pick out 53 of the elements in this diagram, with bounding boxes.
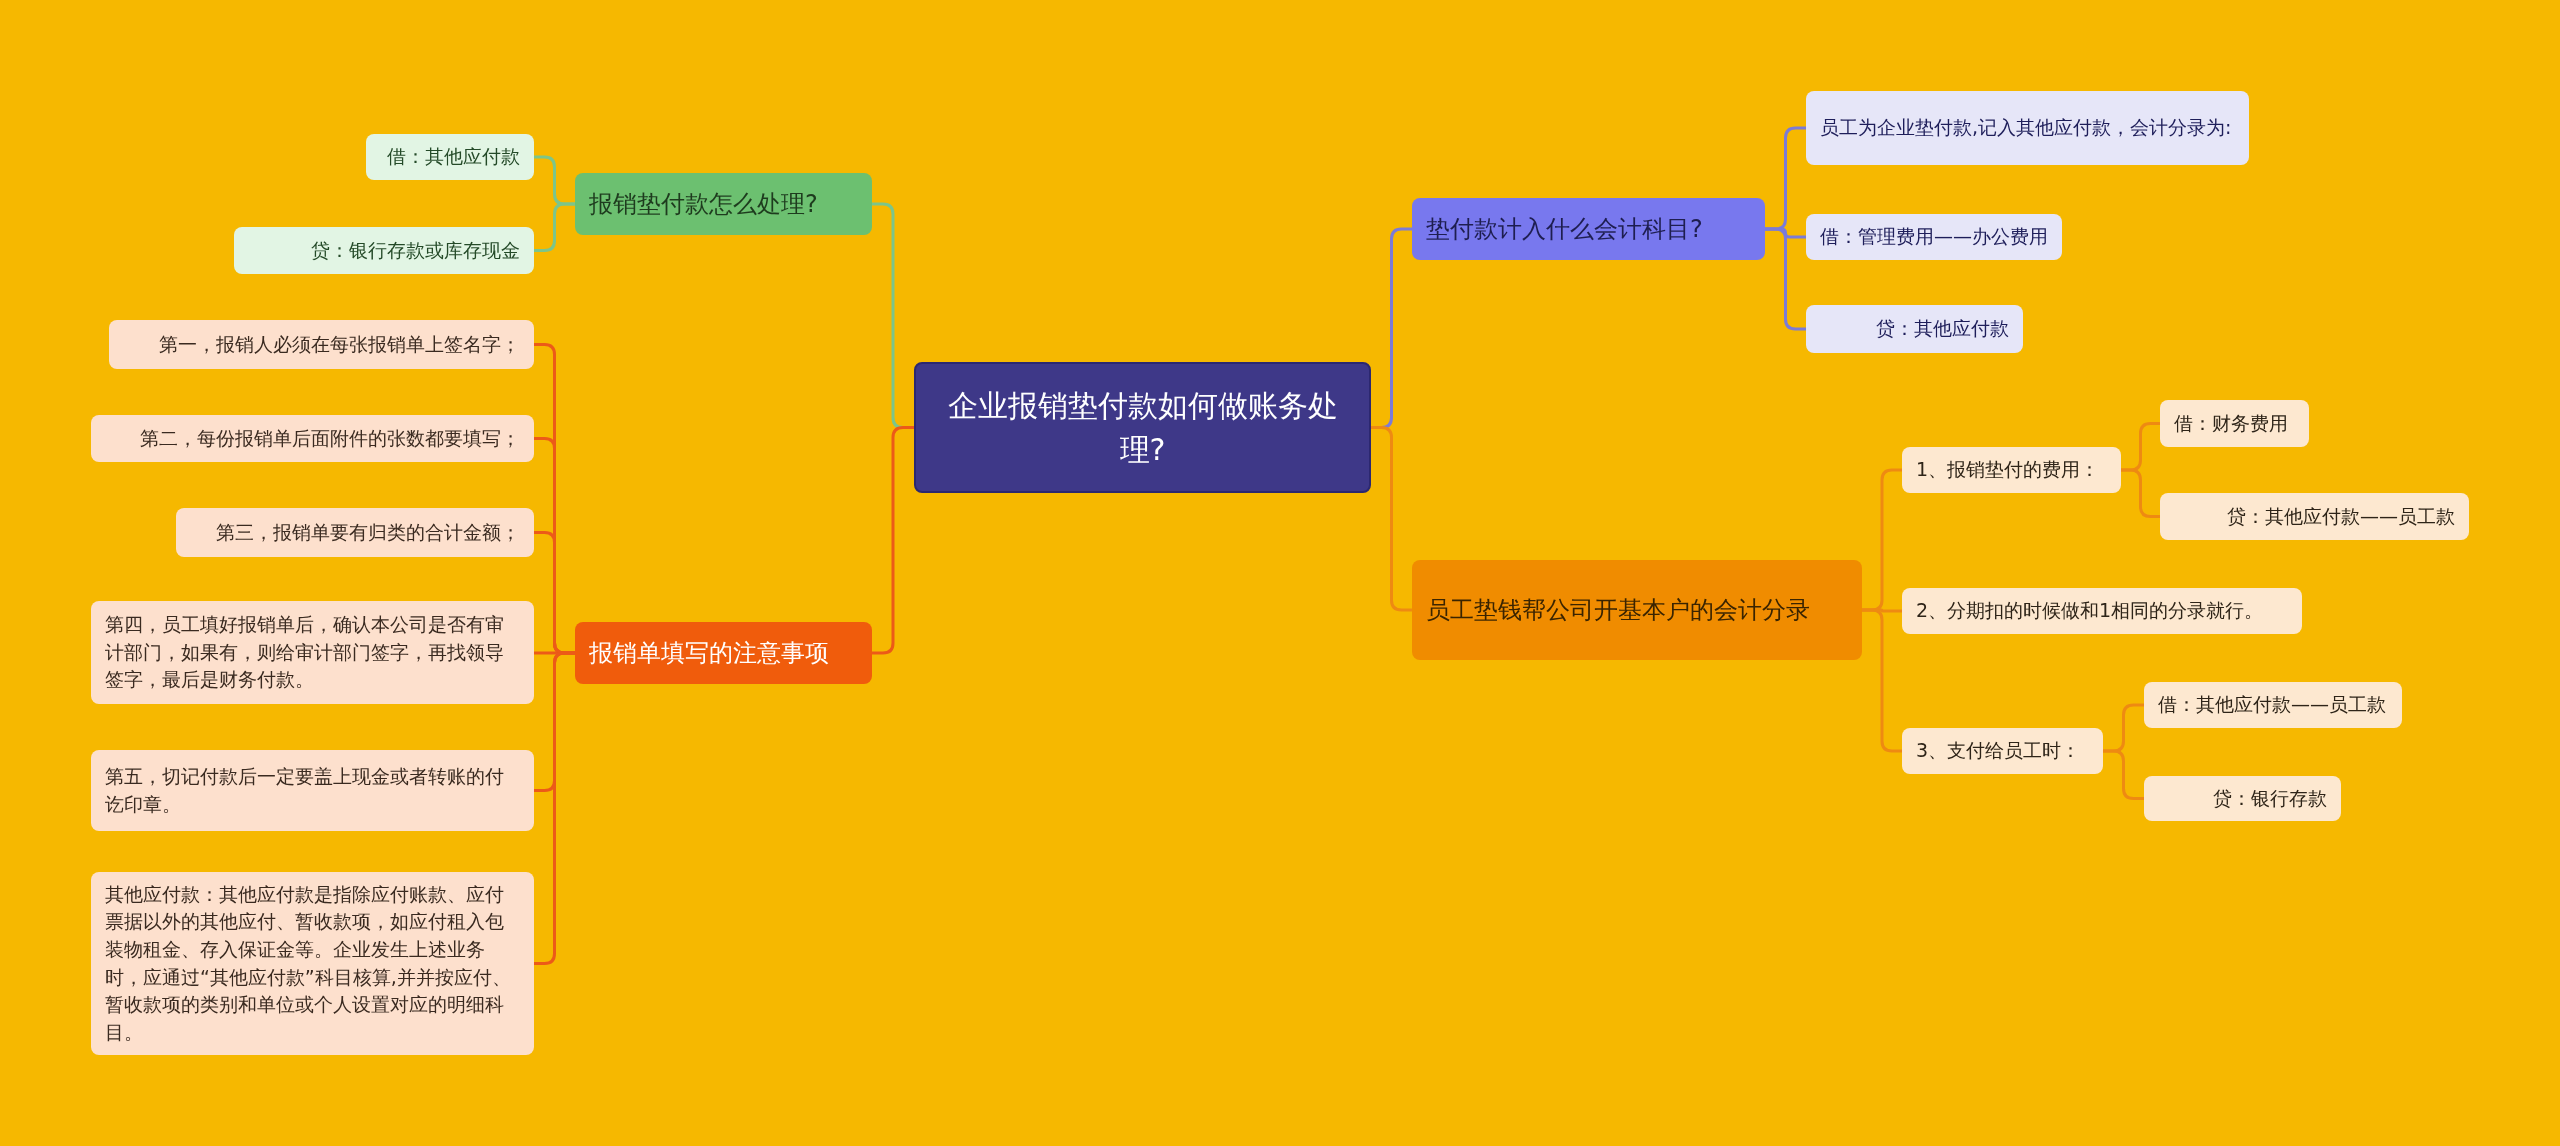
root-topic-box bbox=[914, 362, 1371, 493]
topic-box bbox=[575, 622, 872, 684]
topic-box bbox=[1412, 198, 1765, 260]
subtopic-box bbox=[1902, 588, 2302, 634]
subtopic-box bbox=[1902, 728, 2103, 774]
subtopic-box bbox=[2144, 682, 2402, 728]
connector-line bbox=[2121, 468, 2160, 518]
subtopic-box bbox=[176, 508, 534, 557]
subtopic-box bbox=[91, 750, 534, 831]
topic-text: 垫付款计入什么会计科目? bbox=[1426, 213, 1704, 245]
topic-text: 第一，报销人必须在每张报销单上签名字； bbox=[158, 331, 520, 357]
topic-text: 借：其他应付款——员工款 bbox=[2158, 692, 2387, 718]
topic-box bbox=[1412, 560, 1862, 660]
subtopic-box bbox=[1902, 447, 2121, 493]
subtopic-box bbox=[109, 320, 534, 369]
connector-line bbox=[872, 426, 914, 655]
subtopic-box bbox=[366, 134, 534, 180]
topic-text: 企业报销垫付款如何做账务处理? bbox=[946, 387, 1339, 469]
subtopic-box bbox=[91, 872, 534, 1055]
topic-text: 借：财务费用 bbox=[2174, 410, 2289, 436]
subtopic-box bbox=[2144, 776, 2341, 821]
connector-line bbox=[1371, 426, 1412, 612]
topic-text: 第三，报销单要有归类的合计金额； bbox=[215, 519, 520, 545]
topic-text: 3、支付给员工时： bbox=[1916, 738, 2082, 764]
topic-text: 借：管理费用——办公费用 bbox=[1820, 224, 2048, 250]
topic-text: 借：其他应付款 bbox=[386, 144, 520, 170]
topic-text: 贷：银行存款 bbox=[2212, 785, 2327, 811]
topic-text: 报销垫付款怎么处理? bbox=[589, 188, 819, 220]
topic-text: 报销单填写的注意事项 bbox=[589, 637, 830, 669]
topic-text: 1、报销垫付的费用： bbox=[1916, 457, 2101, 483]
connector-line bbox=[1862, 608, 1902, 753]
subtopic-box bbox=[2160, 400, 2309, 447]
subtopic-box bbox=[1806, 305, 2023, 353]
topic-text: 员工为企业垫付款,记入其他应付款，会计分录为: bbox=[1820, 115, 2233, 141]
subtopic-box bbox=[91, 601, 534, 704]
topic-text: 贷：银行存款或库存现金 bbox=[310, 237, 520, 263]
topic-text: 贷：其他应付款——员工款 bbox=[2226, 503, 2455, 529]
topic-text: 其他应付款：其他应付款是指除应付账款、应付票据以外的其他应付、暂收款项，如应付租入包装物租金、存入保证金等。企业发生上述业务时，应通过“其他应付款”科目核算,并并按应付、暂收款项的类别和单位或个人设置对应的明细科目。 bbox=[105, 881, 512, 1045]
subtopic-box bbox=[1806, 214, 2062, 260]
connector-line bbox=[2103, 749, 2144, 800]
connector-line bbox=[534, 202, 575, 252]
topic-text: 贷：其他应付款 bbox=[1875, 316, 2009, 342]
topic-text: 第二，每份报销单后面附件的张数都要填写； bbox=[139, 425, 520, 451]
connector-line bbox=[1765, 227, 1806, 331]
topic-text: 2、分期扣的时候做和1相同的分录就行。 bbox=[1916, 598, 2265, 624]
subtopic-box bbox=[2160, 493, 2469, 540]
topic-text: 第五，切记付款后一定要盖上现金或者转账的付讫印章。 bbox=[105, 763, 505, 817]
subtopic-box bbox=[1806, 91, 2249, 165]
topic-box bbox=[575, 173, 872, 235]
subtopic-box bbox=[91, 415, 534, 462]
topic-text: 员工垫钱帮公司开基本户的会计分录 bbox=[1426, 594, 1811, 626]
subtopic-box bbox=[234, 227, 534, 274]
topic-text: 第四，员工填好报销单后，确认本公司是否有审计部门，如果有，则给审计部门签字，再找领导签字，最后是财务付款。 bbox=[105, 612, 505, 693]
